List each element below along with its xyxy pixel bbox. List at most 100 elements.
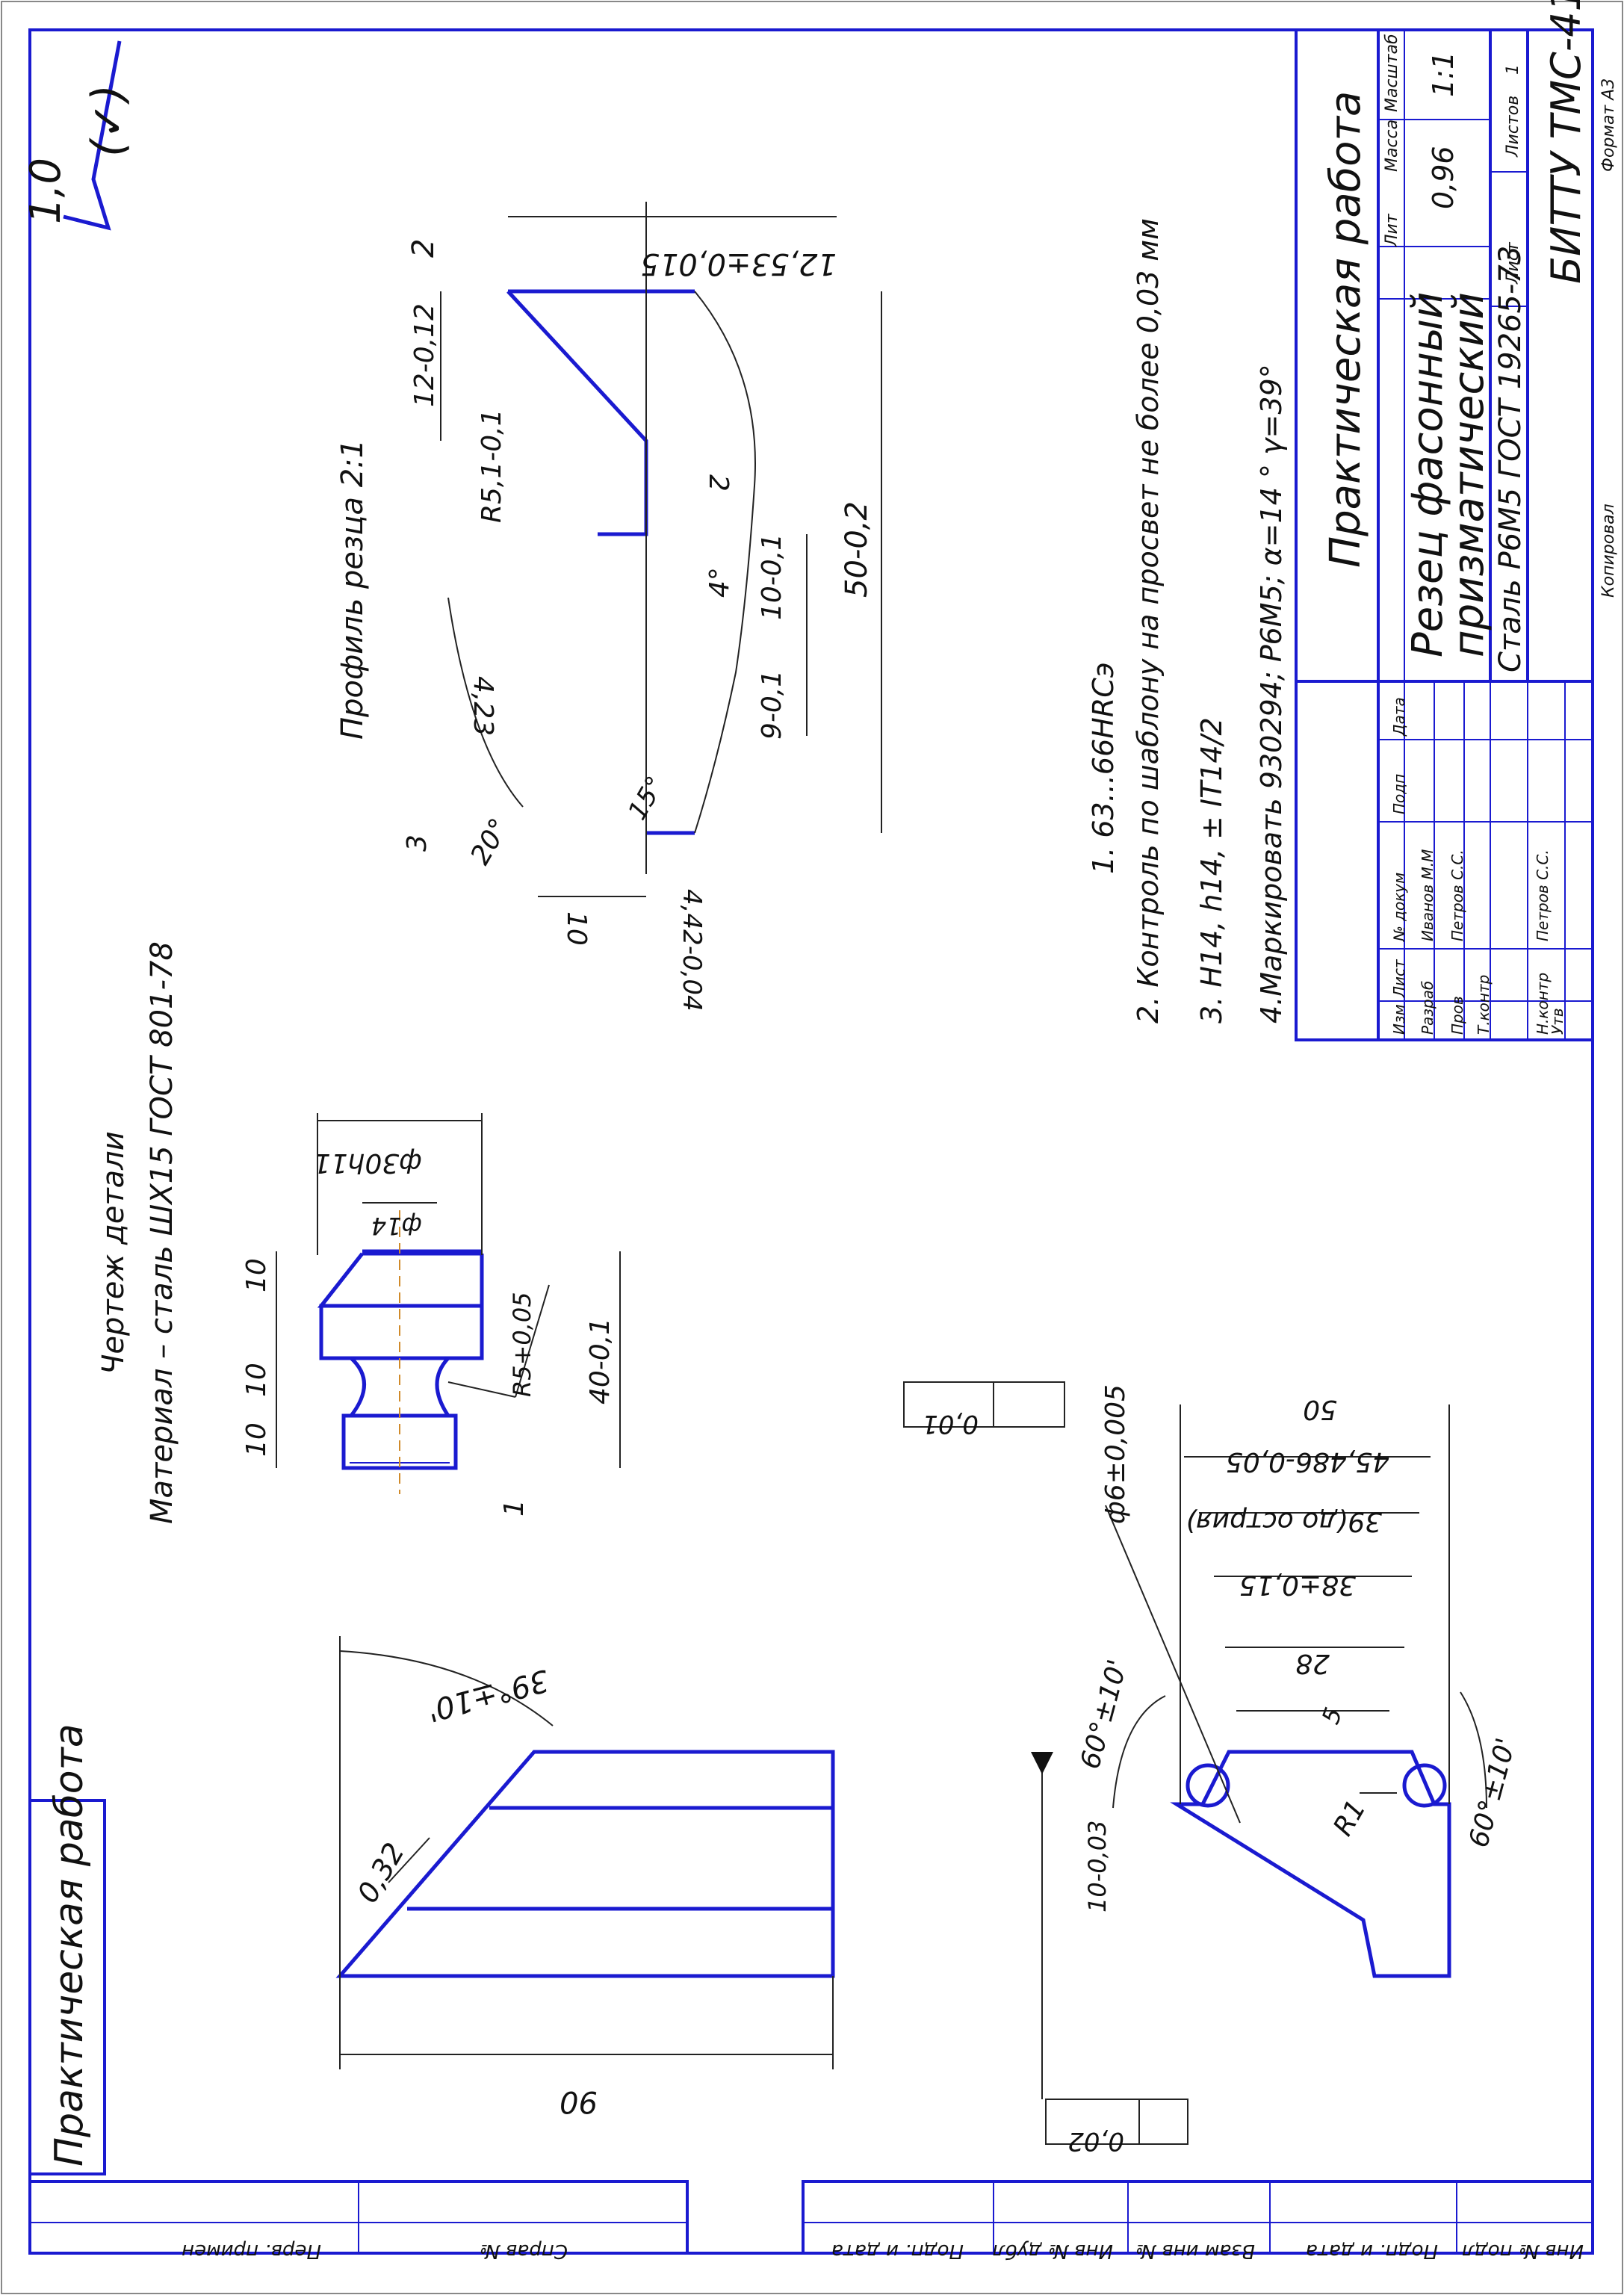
sheets-label: Листов	[1504, 96, 1522, 158]
profile-dim-15deg: 15°	[622, 771, 671, 825]
front-tolerance-box-2	[1045, 2099, 1188, 2145]
profile-dim-2b: 2	[703, 474, 734, 492]
side-dim-90: 90	[560, 2084, 598, 2119]
profile-drawing: Профиль резца 2:1 12,53±0,015 2 12-0,12 …	[335, 202, 882, 1012]
scale-label: Масштаб	[1383, 34, 1401, 112]
side-title: Практическая работа	[47, 1723, 92, 2167]
strip-sign-date-1: Подп. и дата	[831, 2240, 964, 2262]
lit-label: Лит	[1383, 213, 1401, 247]
strip-orig-inv: Инв № подл	[1462, 2240, 1584, 2262]
role-doc: № докум	[1390, 873, 1408, 942]
side-view: 39°±10' 0,32 90	[335, 1636, 835, 2119]
side-dim-39deg: 39°±10'	[424, 1662, 553, 1727]
role-norm-control: Н.контр	[1534, 973, 1552, 1035]
detail-dim-d30: ф30h11	[314, 1148, 422, 1178]
profile-dim-50: 50-0,2	[840, 501, 874, 598]
front-dim-5: 5	[1316, 1704, 1348, 1728]
front-dim-28: 28	[1295, 1648, 1330, 1679]
sheets-value: 1	[1504, 64, 1522, 75]
front-dim-r1: R1	[1327, 1794, 1372, 1841]
roughness-bracket: (✓)	[82, 84, 134, 157]
front-dim-d6: ф6±0,005	[1100, 1384, 1131, 1524]
role-tech-control: Т.контр	[1475, 975, 1493, 1035]
front-dim-45-486: 45,486-0,05	[1226, 1446, 1389, 1477]
front-dim-60deg-right: 60°±10'	[1463, 1735, 1522, 1850]
mass-value: 0,96	[1427, 146, 1460, 209]
scale-value: 1:1	[1427, 52, 1460, 97]
detail-dim-r5: R5+0,05	[508, 1292, 536, 1397]
detail-dim-10a: 10	[241, 1258, 272, 1292]
title-block: Практическая работа Резец фасонный призм…	[1295, 0, 1618, 1041]
front-tolerance-0-02: 0,02	[1067, 2126, 1124, 2156]
front-view: ф6±0,005 60°±10' 60°±10' 28 38±0,15 39(д…	[903, 1381, 1522, 2156]
side-dim-0-32: 0,32	[351, 1837, 411, 1908]
developer-name: Иванов М.М	[1419, 849, 1437, 941]
front-dim-38: 38±0,15	[1239, 1570, 1356, 1600]
detail-dim-40: 40-0,1	[585, 1318, 616, 1404]
roughness-value: 1,0	[22, 158, 70, 224]
format-label: Формат А3	[1599, 78, 1618, 172]
profile-dim-4-23: 4,23	[468, 676, 498, 736]
front-dim-10: 10-0,03	[1083, 1820, 1112, 1912]
role-checker: Пров	[1448, 996, 1466, 1035]
title-organization: БИТТУ ТМС-41	[1543, 0, 1590, 284]
checker-name: Петров С.С.	[1448, 849, 1466, 941]
strip-first-use: Перв. примен	[182, 2240, 321, 2262]
profile-dim-4-42: 4,42-0,04	[677, 889, 707, 1012]
roughness-symbol: 1,0 (✓)	[22, 40, 134, 231]
profile-dim-20deg: 20°	[465, 814, 515, 870]
title-material: Сталь Р6М5 ГОСТ 19265-73	[1493, 246, 1528, 672]
title-part-name-line1: Резец фасонный	[1404, 292, 1452, 657]
bottom-strip: Перв. примен Справ № Подп. и дата Инв № …	[28, 2180, 1594, 2262]
profile-dim-12-53: 12,53±0,015	[640, 247, 837, 281]
profile-dim-2a: 2	[406, 239, 441, 258]
detail-title: Чертеж детали	[96, 1131, 131, 1375]
front-dim-60deg-left: 60°±10'	[1075, 1656, 1133, 1772]
norm-control-name: Петров С.С.	[1534, 849, 1552, 941]
sheet-label: Лист	[1504, 241, 1522, 285]
role-list: Лист	[1390, 958, 1408, 998]
role-developer: Разраб	[1419, 981, 1437, 1035]
detail-dim-d14: ф14	[371, 1212, 422, 1240]
role-izm: Изм	[1390, 1004, 1408, 1035]
profile-dim-9: 9-0,1	[757, 670, 787, 740]
profile-dim-r5-1: R5,1-0,1	[477, 409, 507, 523]
strip-sign-date-2: Подп. и дата	[1306, 2240, 1438, 2262]
note-2: 2. Контроль по шаблону на просвет не бол…	[1132, 218, 1165, 1023]
strip-replace-inv: Взам инв №	[1135, 2240, 1255, 2262]
profile-dim-3: 3	[402, 834, 433, 852]
note-4: 4.Маркировать 930294; Р6М5; α=14 ° γ=39°	[1255, 364, 1288, 1023]
front-right-roller	[1402, 1763, 1447, 1808]
role-sign: Подп	[1390, 774, 1408, 814]
note-3: 3. H14, h14, ± IT14/2	[1195, 717, 1228, 1023]
role-date: Дата	[1390, 697, 1408, 737]
strip-ref-no: Справ №	[480, 2240, 568, 2262]
front-tolerance-0-01: 0,01	[922, 1409, 979, 1439]
role-approve: Утв	[1549, 1008, 1566, 1035]
profile-dim-4deg: 4°	[704, 567, 735, 598]
note-1: 1. 63...66HRCэ	[1087, 662, 1120, 874]
detail-dim-1: 1	[499, 1499, 530, 1517]
copied-label: Копировал	[1599, 504, 1618, 598]
title-work: Практическая работа	[1321, 91, 1370, 568]
front-left-roller	[1186, 1763, 1230, 1808]
detail-material: Материал – сталь ШХ15 ГОСТ 801-78	[145, 941, 179, 1524]
profile-dim-10b: 10	[561, 911, 592, 946]
profile-title: Профиль резца 2:1	[335, 439, 370, 740]
front-dim-50: 50	[1303, 1394, 1337, 1425]
front-dim-39: 39(до острия)	[1186, 1506, 1382, 1537]
mass-label: Масса	[1383, 120, 1401, 172]
front-tolerance-box-1	[903, 1381, 1065, 1428]
detail-dim-10b: 10	[241, 1363, 272, 1397]
profile-dim-10: 10-0,1	[757, 533, 787, 620]
side-title-box: Практическая работа	[28, 1723, 106, 2175]
front-datum-mark	[1031, 1752, 1053, 1774]
strip-dup-inv: Инв № дубл	[993, 2240, 1113, 2262]
profile-dim-12: 12-0,12	[409, 303, 440, 407]
technical-notes: 1. 63...66HRCэ 2. Контроль по шаблону на…	[1087, 218, 1288, 1023]
title-part-name-line2: призматический	[1445, 292, 1493, 657]
detail-dim-10c: 10	[241, 1422, 272, 1457]
detail-drawing: Чертеж детали Материал – сталь ШХ15 ГОСТ…	[96, 941, 621, 1524]
